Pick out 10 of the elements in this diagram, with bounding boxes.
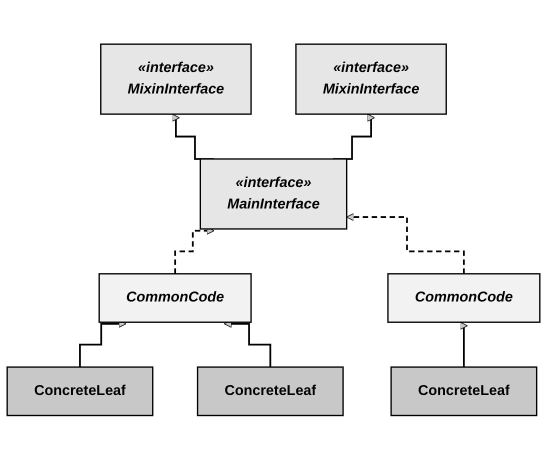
node-box: «interface» MainInterface — [200, 158, 348, 230]
node-box: ConcreteLeaf — [196, 366, 344, 416]
arrow — [460, 322, 468, 368]
node-box: «interface» MixinInterface — [295, 43, 447, 114]
node-box: ConcreteLeaf — [390, 366, 538, 416]
node-box: ConcreteLeaf — [6, 366, 154, 416]
arrow — [346, 212, 465, 274]
node-box: CommonCode — [387, 272, 540, 323]
node-box: «interface» MixinInterface — [100, 43, 252, 114]
node-box: CommonCode — [98, 272, 252, 323]
